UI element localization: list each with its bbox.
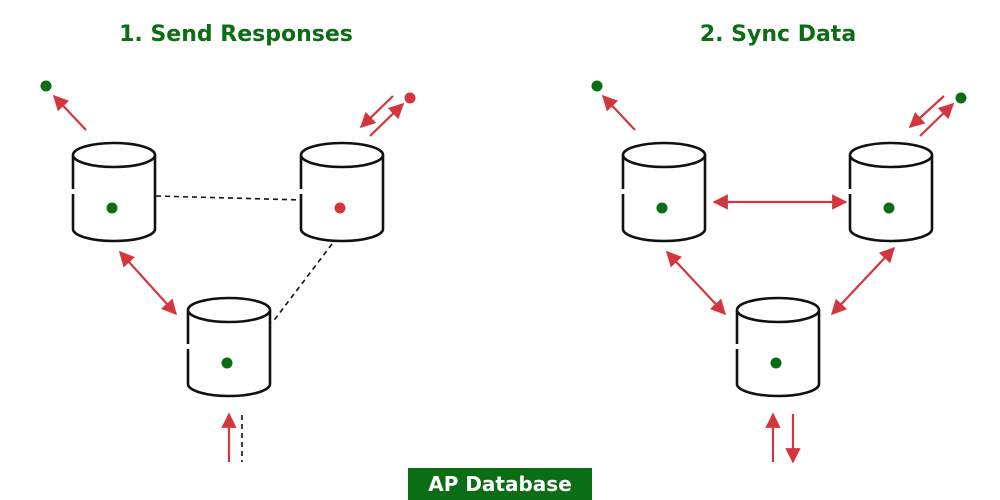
dashed-link-right-bottom <box>271 243 333 324</box>
left-response-arrow <box>52 94 87 131</box>
right-panel-title: 2. Sync Data <box>699 22 857 47</box>
right-sync-arrow-right <box>830 246 896 316</box>
left-db-bottom <box>186 296 272 398</box>
right-db-top-left-status-dot <box>656 202 668 214</box>
right-request-in <box>908 95 945 129</box>
diagram-caption: AP Database <box>408 468 592 500</box>
right-client-dot-right <box>955 92 967 104</box>
right-client-dot-left <box>591 80 603 92</box>
right-db-bottom-status-dot <box>770 357 782 369</box>
right-response-arrow-out <box>369 102 405 137</box>
client-dot-red <box>404 92 416 104</box>
right-left-response-arrow <box>601 94 636 131</box>
left-db-bottom-status-dot <box>221 357 233 369</box>
left-sync-arrow <box>118 250 178 316</box>
left-db-top-left <box>71 141 157 243</box>
left-db-top-left-status-dot <box>106 202 118 214</box>
left-db-top-right-status-dot <box>334 202 346 214</box>
right-db-top-right-status-dot <box>883 202 895 214</box>
right-response-out <box>919 102 955 137</box>
left-db-top-right <box>299 141 385 243</box>
right-db-top-left <box>621 141 707 243</box>
right-request-arrow-in <box>359 95 394 129</box>
right-db-bottom <box>735 296 821 398</box>
right-db-top-right <box>848 141 934 243</box>
dashed-link-top <box>155 195 303 201</box>
left-panel-title: 1. Send Responses <box>119 22 353 47</box>
client-dot-green <box>40 80 52 92</box>
right-sync-arrow-left <box>665 250 727 316</box>
